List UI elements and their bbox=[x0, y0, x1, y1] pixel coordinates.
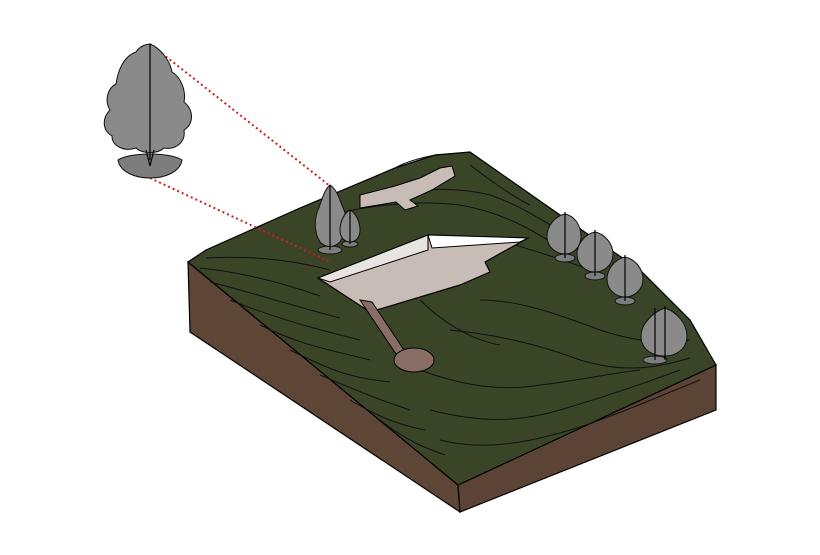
tree-detail-trunk bbox=[145, 44, 155, 167]
tree-icon bbox=[546, 212, 582, 263]
tree-icon bbox=[339, 209, 361, 248]
tree-icon bbox=[314, 184, 347, 255]
tree-icon bbox=[103, 43, 192, 179]
circular-patio bbox=[393, 347, 435, 373]
rear-path bbox=[359, 165, 456, 211]
site-tree-left bbox=[314, 184, 361, 255]
tree-icon bbox=[606, 255, 644, 306]
building-pad bbox=[316, 234, 531, 313]
callout-lines bbox=[149, 43, 331, 263]
tree-detail-canopy bbox=[103, 43, 192, 153]
site-tree-right-group bbox=[546, 212, 688, 365]
tree-icon bbox=[576, 230, 614, 281]
tree-detail bbox=[103, 43, 192, 179]
tree-icon bbox=[640, 306, 688, 365]
